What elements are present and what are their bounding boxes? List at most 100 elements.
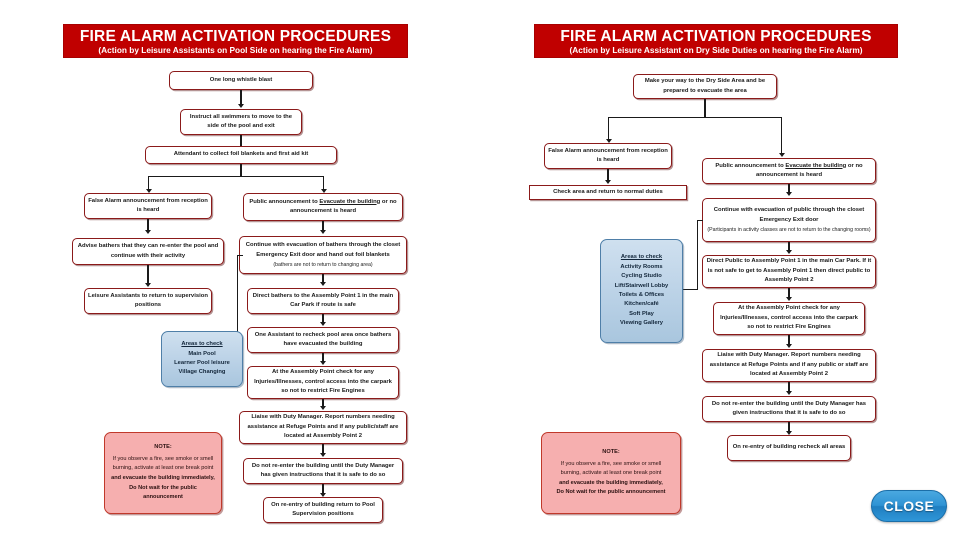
left-chart-title: FIRE ALARM ACTIVATION PROCEDURES [79, 28, 392, 45]
arrow-left-12 [320, 493, 326, 497]
left-node-on-reentry: On re-entry of building return to Pool S… [263, 497, 383, 523]
right-node-liaise: Liaise with Duty Manager. Report numbers… [702, 349, 876, 382]
left-areas-item-1: Learner Pool leisure [174, 360, 230, 366]
connector-right-3 [788, 184, 790, 193]
right-chart-title: FIRE ALARM ACTIVATION PROCEDURES [560, 28, 872, 45]
left-areas-item-2: Village Changing [178, 369, 226, 376]
connector-left-11 [322, 444, 324, 454]
right-continue-evac-sub: (Participants in activity classes are no… [707, 227, 871, 233]
close-button[interactable]: CLOSE [871, 490, 947, 522]
left-note-heading: NOTE: [154, 444, 172, 451]
left-note-box: NOTE: If you observe a fire, see smoke o… [104, 432, 222, 514]
left-node-continue-evac: Continue with evacuation of bathers thro… [239, 236, 407, 274]
connector-right-6 [788, 335, 790, 345]
connector-right-branch-a [608, 117, 610, 140]
arrow-right-2 [605, 180, 611, 184]
arrow-right-branch-b [778, 153, 785, 157]
left-node-direct-bathers: Direct bathers to the Assembly Point 1 i… [247, 288, 399, 314]
right-areas-item-1: Cycling Studio [621, 273, 662, 280]
arrow-left-6 [320, 230, 326, 234]
left-node-instruct: Instruct all swimmers to move to the sid… [180, 109, 302, 135]
right-node-continue-evac: Continue with evacuation of public throu… [702, 198, 876, 242]
connector-left-branch-b [323, 176, 325, 190]
left-node-do-not-reenter: Do not re-enter the building until the D… [243, 458, 403, 484]
left-areas-to-check: Areas to check Main Pool Learner Pool le… [161, 331, 243, 387]
right-areas-item-3: Toilets & Offices [618, 292, 665, 298]
arrow-left-branch-a [145, 189, 152, 193]
left-chart-subtitle: (Action by Leisure Assistants on Pool Si… [98, 45, 373, 55]
left-note-line-2: burning, activate at least one break poi… [112, 465, 214, 472]
left-node-assembly-check: At the Assembly Point check for any Inju… [247, 366, 399, 399]
right-chart-subtitle: (Action by Leisure Assistant on Dry Side… [569, 45, 863, 55]
left-chart-header: FIRE ALARM ACTIVATION PROCEDURES (Action… [63, 24, 408, 58]
right-node-on-reentry: On re-entry of building recheck all area… [727, 435, 851, 461]
left-public-ann-c: or no announcement is heard [289, 198, 397, 215]
right-public-ann-c: or no announcement is heard [755, 162, 863, 179]
right-node-false-alarm: False Alarm announcement from reception … [544, 143, 672, 169]
right-areas-item-6: Viewing Gallery [619, 320, 664, 327]
left-note-line-4: Do Not wait for the public announcement [129, 484, 197, 501]
connector-right-areas [697, 220, 703, 222]
arrow-right-7 [786, 391, 792, 395]
right-node-check-area: Check area and return to normal duties [529, 185, 687, 200]
arrow-right-branch-a [605, 139, 612, 143]
left-node-public-announcement: Public announcement to Evacuate the buil… [243, 193, 403, 221]
arrow-left-11 [320, 453, 326, 457]
arrow-left-9 [320, 361, 326, 365]
connector-right-split [608, 117, 782, 119]
connector-right-areas-v [697, 220, 699, 290]
connector-right-2 [607, 169, 609, 181]
arrow-left-7 [320, 282, 326, 286]
left-areas-heading: Areas to check [181, 341, 223, 348]
right-public-ann-a: Public announcement to [715, 162, 786, 169]
connector-left-3 [240, 164, 242, 176]
left-node-advise: Advise bathers that they can re-enter th… [72, 238, 224, 265]
connector-left-9 [322, 353, 324, 362]
connector-right-8 [788, 422, 790, 432]
left-areas-item-0: Main Pool [188, 350, 216, 357]
right-areas-item-0: Activity Rooms [620, 263, 663, 270]
arrow-left-5 [145, 283, 151, 287]
right-node-make-way: Make your way to the Dry Side Area and b… [633, 74, 777, 99]
right-chart-header: FIRE ALARM ACTIVATION PROCEDURES (Action… [534, 24, 898, 58]
left-public-ann-underlined: Evacuate the building [319, 198, 381, 205]
connector-left-5 [147, 265, 149, 284]
left-node-attendant: Attendant to collect foil blankets and f… [145, 146, 337, 164]
connector-right-1 [704, 99, 706, 118]
left-continue-evac-sub: (bathers are not to return to changing a… [273, 262, 373, 268]
right-note-heading: NOTE: [602, 449, 620, 456]
connector-left-10 [322, 399, 324, 407]
arrow-right-8 [786, 431, 792, 435]
connector-left-2 [240, 135, 242, 147]
right-areas-heading: Areas to check [620, 254, 663, 261]
connector-right-4 [788, 242, 790, 251]
connector-left-4 [147, 219, 149, 231]
arrow-left-branch-b [320, 189, 327, 193]
arrow-left-10 [320, 406, 326, 410]
right-areas-to-check: Areas to check Activity Rooms Cycling St… [600, 239, 683, 343]
connector-left-areas-v [237, 255, 239, 360]
arrow-right-4 [786, 250, 792, 254]
left-node-liaise: Liaise with Duty Manager. Report numbers… [239, 411, 407, 444]
connector-left-12 [322, 484, 324, 494]
arrow-left-4 [145, 230, 151, 234]
right-areas-item-2: Lift/Stairwell Lobby [614, 282, 669, 289]
connector-right-7 [788, 382, 790, 392]
arrow-left-1 [238, 104, 244, 108]
right-note-line-2: burning, activate at least one break poi… [560, 470, 662, 477]
connector-left-split [148, 176, 324, 178]
connector-left-branch-a [148, 176, 150, 190]
right-note-line-3: and evacuate the building immediately, [559, 479, 663, 486]
left-node-recheck: One Assistant to recheck pool area once … [247, 327, 399, 353]
connector-left-8 [322, 314, 324, 323]
left-note-line-1: If you observe a fire, see smoke or smel… [112, 455, 214, 462]
right-note-box: NOTE: If you observe a fire, see smoke o… [541, 432, 681, 514]
right-node-public-announcement: Public announcement to Evacuate the buil… [702, 158, 876, 184]
right-node-assembly-check: At the Assembly Point check for any Inju… [713, 302, 865, 335]
connector-left-6 [322, 221, 324, 231]
arrow-left-8 [320, 322, 326, 326]
right-areas-item-4: Kitchen/café [624, 301, 659, 308]
connector-left-areas [237, 255, 243, 257]
right-node-direct-public: Direct Public to Assembly Point 1 in the… [702, 255, 876, 288]
